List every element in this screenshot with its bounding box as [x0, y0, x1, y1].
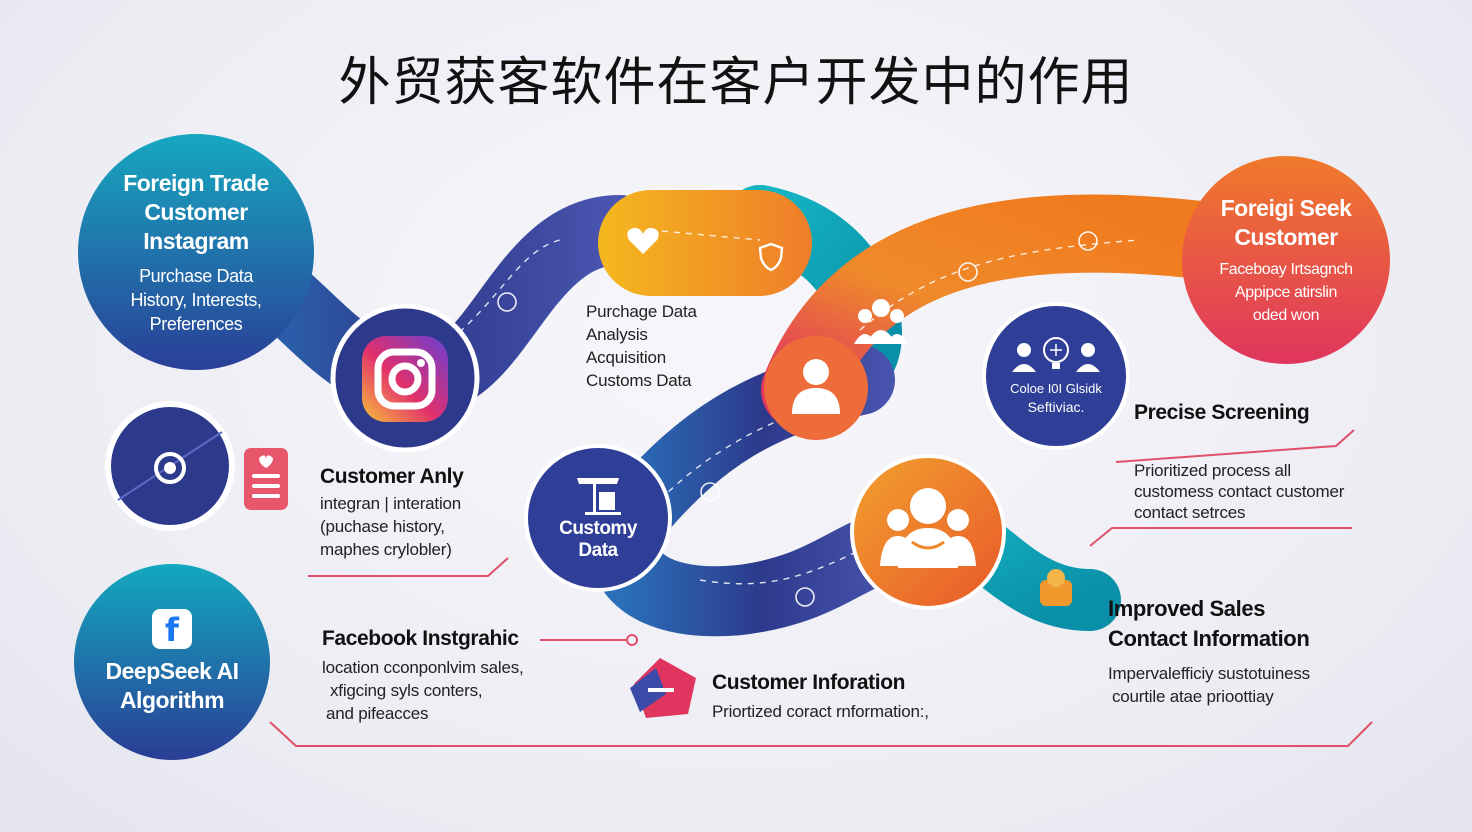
customer-analysis-line1: integran | interation — [320, 494, 462, 513]
team-icon — [880, 488, 976, 568]
precise-screening-line3: contact setrces — [1134, 503, 1246, 522]
instagram-icon — [362, 336, 448, 422]
circle-foreign-trade-line5: History, Interests, — [130, 289, 262, 310]
precise-screening-line2: customess contact customer — [1134, 482, 1345, 501]
circle-foreign-trade-line2: Customer — [144, 198, 248, 225]
facebook-heading: Facebook Instgrahic — [322, 627, 519, 650]
improved-sales-heading2: Contact Information — [1108, 626, 1310, 651]
circle-software: Coloe I0I Glsidk Seftiviac. — [984, 304, 1128, 448]
circle-foreign-trade: Foreign Trade Customer Instagram Purchas… — [78, 134, 314, 370]
line-precise-top — [1115, 429, 1355, 463]
page-title: 外贸获客软件在客户开发中的作用 — [338, 53, 1134, 113]
customer-info-heading: Customer Inforation — [712, 671, 906, 694]
circle-foreign-seek: Foreigi Seek Customer Faceboay Irtsagnch… — [1182, 156, 1390, 364]
customer-analysis-block: Customer Anly integran | interation (puc… — [320, 464, 464, 561]
improved-sales-line2: courtile atae prioottiay — [1112, 687, 1274, 706]
checklist-icon — [244, 448, 288, 510]
group-idea-icon — [1012, 337, 1100, 372]
target-icon — [154, 452, 186, 484]
circle-foreign-trade-line4: Purchase Data — [139, 265, 253, 286]
facebook-line3: and pifeacces — [326, 704, 429, 723]
heart-icon — [627, 227, 659, 254]
group-icon — [854, 299, 908, 344]
facebook-line1: location cconponlvim sales, — [322, 658, 524, 677]
improved-sales-heading1: Improved Sales — [1108, 596, 1266, 621]
circle-foreign-trade-line6: Preferences — [149, 313, 243, 334]
customer-info-line1: Priortized coract rnformation:, — [712, 702, 929, 721]
circle-software-line2: Seftiviac. — [1027, 399, 1085, 415]
kiosk-icon — [577, 478, 621, 515]
circle-software-line1: Coloe I0I Glsidk — [1010, 381, 1102, 396]
circle-deepseek-line2: Algorithm — [119, 687, 225, 713]
customer-analysis-line2: (puchase history, — [320, 517, 445, 536]
yellow-pill — [598, 190, 812, 296]
user-badge-icon — [1040, 569, 1072, 606]
line-customer-anly — [308, 557, 509, 577]
center-top-line2: Analysis — [586, 325, 648, 344]
circle-foreign-seek-line5: oded won — [1252, 306, 1320, 324]
facebook-icon: f — [152, 609, 192, 649]
circle-foreign-seek-line1: Foreigi Seek — [1220, 194, 1352, 221]
improved-sales-block: Improved Sales Contact Information Imper… — [1108, 594, 1310, 708]
center-top-labels: Purchage Data Analysis Acquisition Custo… — [586, 300, 697, 392]
precise-screening-block: Precise Screening Prioritized process al… — [1134, 400, 1344, 523]
center-top-line1: Purchage Data — [586, 302, 697, 321]
improved-sales-line1: Impervalefficiy sustotuiness — [1108, 664, 1310, 683]
facebook-block: Facebook Instgrahic location cconponlvim… — [322, 626, 524, 725]
customer-info-block: Customer Inforation Priortized coract rn… — [712, 670, 929, 723]
circle-customs-data: Customy Data — [526, 446, 670, 590]
customer-analysis-line3: maphes crylobler) — [320, 540, 452, 559]
precise-screening-line1: Prioritized process all — [1134, 461, 1291, 480]
center-top-line3: Acquisition — [586, 348, 667, 367]
circle-foreign-trade-line1: Foreign Trade — [123, 169, 269, 196]
shield-icon — [758, 242, 784, 272]
line-precise-bottom — [1089, 527, 1352, 547]
person-icon — [792, 359, 840, 414]
circle-foreign-seek-line3: Faceboay Irtsagnch — [1219, 260, 1353, 278]
precise-screening-heading: Precise Screening — [1134, 401, 1310, 424]
circle-foreign-trade-line3: Instagram — [143, 227, 249, 254]
facebook-line2: xfigcing syls conters, — [330, 681, 483, 700]
center-top-line4: Customs Data — [586, 371, 692, 390]
customer-analysis-heading: Customer Anly — [320, 465, 464, 488]
circle-foreign-seek-line2: Customer — [1234, 223, 1338, 250]
circle-foreign-seek-line4: Appipce atirslin — [1234, 283, 1338, 301]
circle-customs-line2: Data — [578, 540, 618, 561]
customer-info-icon — [630, 658, 696, 718]
circle-customs-line1: Customy — [559, 518, 637, 539]
circle-deepseek: f DeepSeek AI Algorithm — [74, 564, 270, 760]
orange-band — [761, 194, 1239, 429]
line-bottom — [269, 721, 1373, 747]
circle-deepseek-line1: DeepSeek AI — [105, 658, 240, 684]
